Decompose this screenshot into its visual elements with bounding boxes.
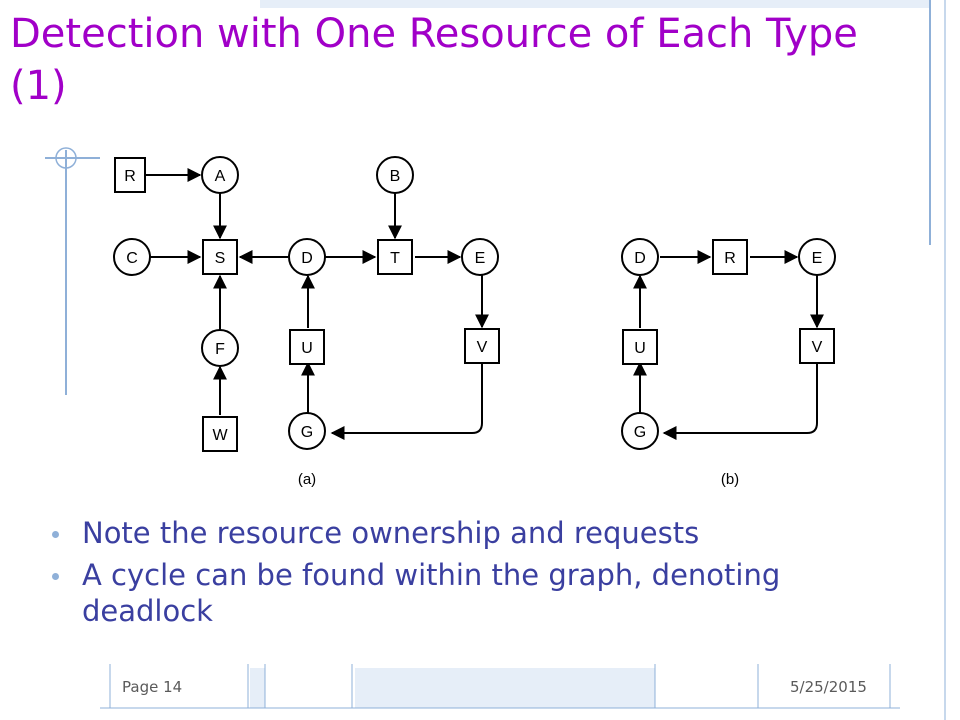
bullet-list: Note the resource ownership and requests… xyxy=(52,515,882,635)
node-a-process-f: F xyxy=(215,341,225,358)
node-a-process-b: B xyxy=(390,168,401,185)
node-b-process-g: G xyxy=(634,424,646,441)
bullet-text: Note the resource ownership and requests xyxy=(82,516,700,550)
node-a-resource-s: S xyxy=(215,250,226,267)
node-a-resource-r: R xyxy=(124,168,136,185)
node-a-resource-w: W xyxy=(212,427,228,444)
bullet-text: A cycle can be found within the graph, d… xyxy=(82,558,781,628)
node-a-process-g: G xyxy=(301,424,313,441)
node-a-resource-t: T xyxy=(390,250,400,267)
node-b-process-e: E xyxy=(812,250,823,267)
node-a-resource-u: U xyxy=(301,340,313,357)
bullet-item: A cycle can be found within the graph, d… xyxy=(52,557,882,629)
node-a-process-d: D xyxy=(301,250,313,267)
footer-date: 5/25/2015 xyxy=(790,678,867,696)
node-a-process-a: A xyxy=(215,168,226,185)
bullet-dot-icon xyxy=(52,531,59,538)
node-a-process-e: E xyxy=(475,250,486,267)
node-a-process-c: C xyxy=(126,250,138,267)
node-a-resource-v: V xyxy=(477,339,488,356)
caption-a: (a) xyxy=(298,471,316,488)
bullet-dot-icon xyxy=(52,573,59,580)
node-b-resource-u: U xyxy=(634,340,646,357)
node-b-resource-r: R xyxy=(724,250,736,267)
bullet-item: Note the resource ownership and requests xyxy=(52,515,882,551)
node-b-resource-v: V xyxy=(812,339,823,356)
caption-b: (b) xyxy=(721,471,739,488)
resource-allocation-graph: R S T U V W A B C D E F G D E G R U V (a… xyxy=(100,145,880,495)
node-b-process-d: D xyxy=(634,250,646,267)
footer-page-number: Page 14 xyxy=(122,678,183,696)
slide-title: Detection with One Resource of Each Type… xyxy=(10,11,858,109)
